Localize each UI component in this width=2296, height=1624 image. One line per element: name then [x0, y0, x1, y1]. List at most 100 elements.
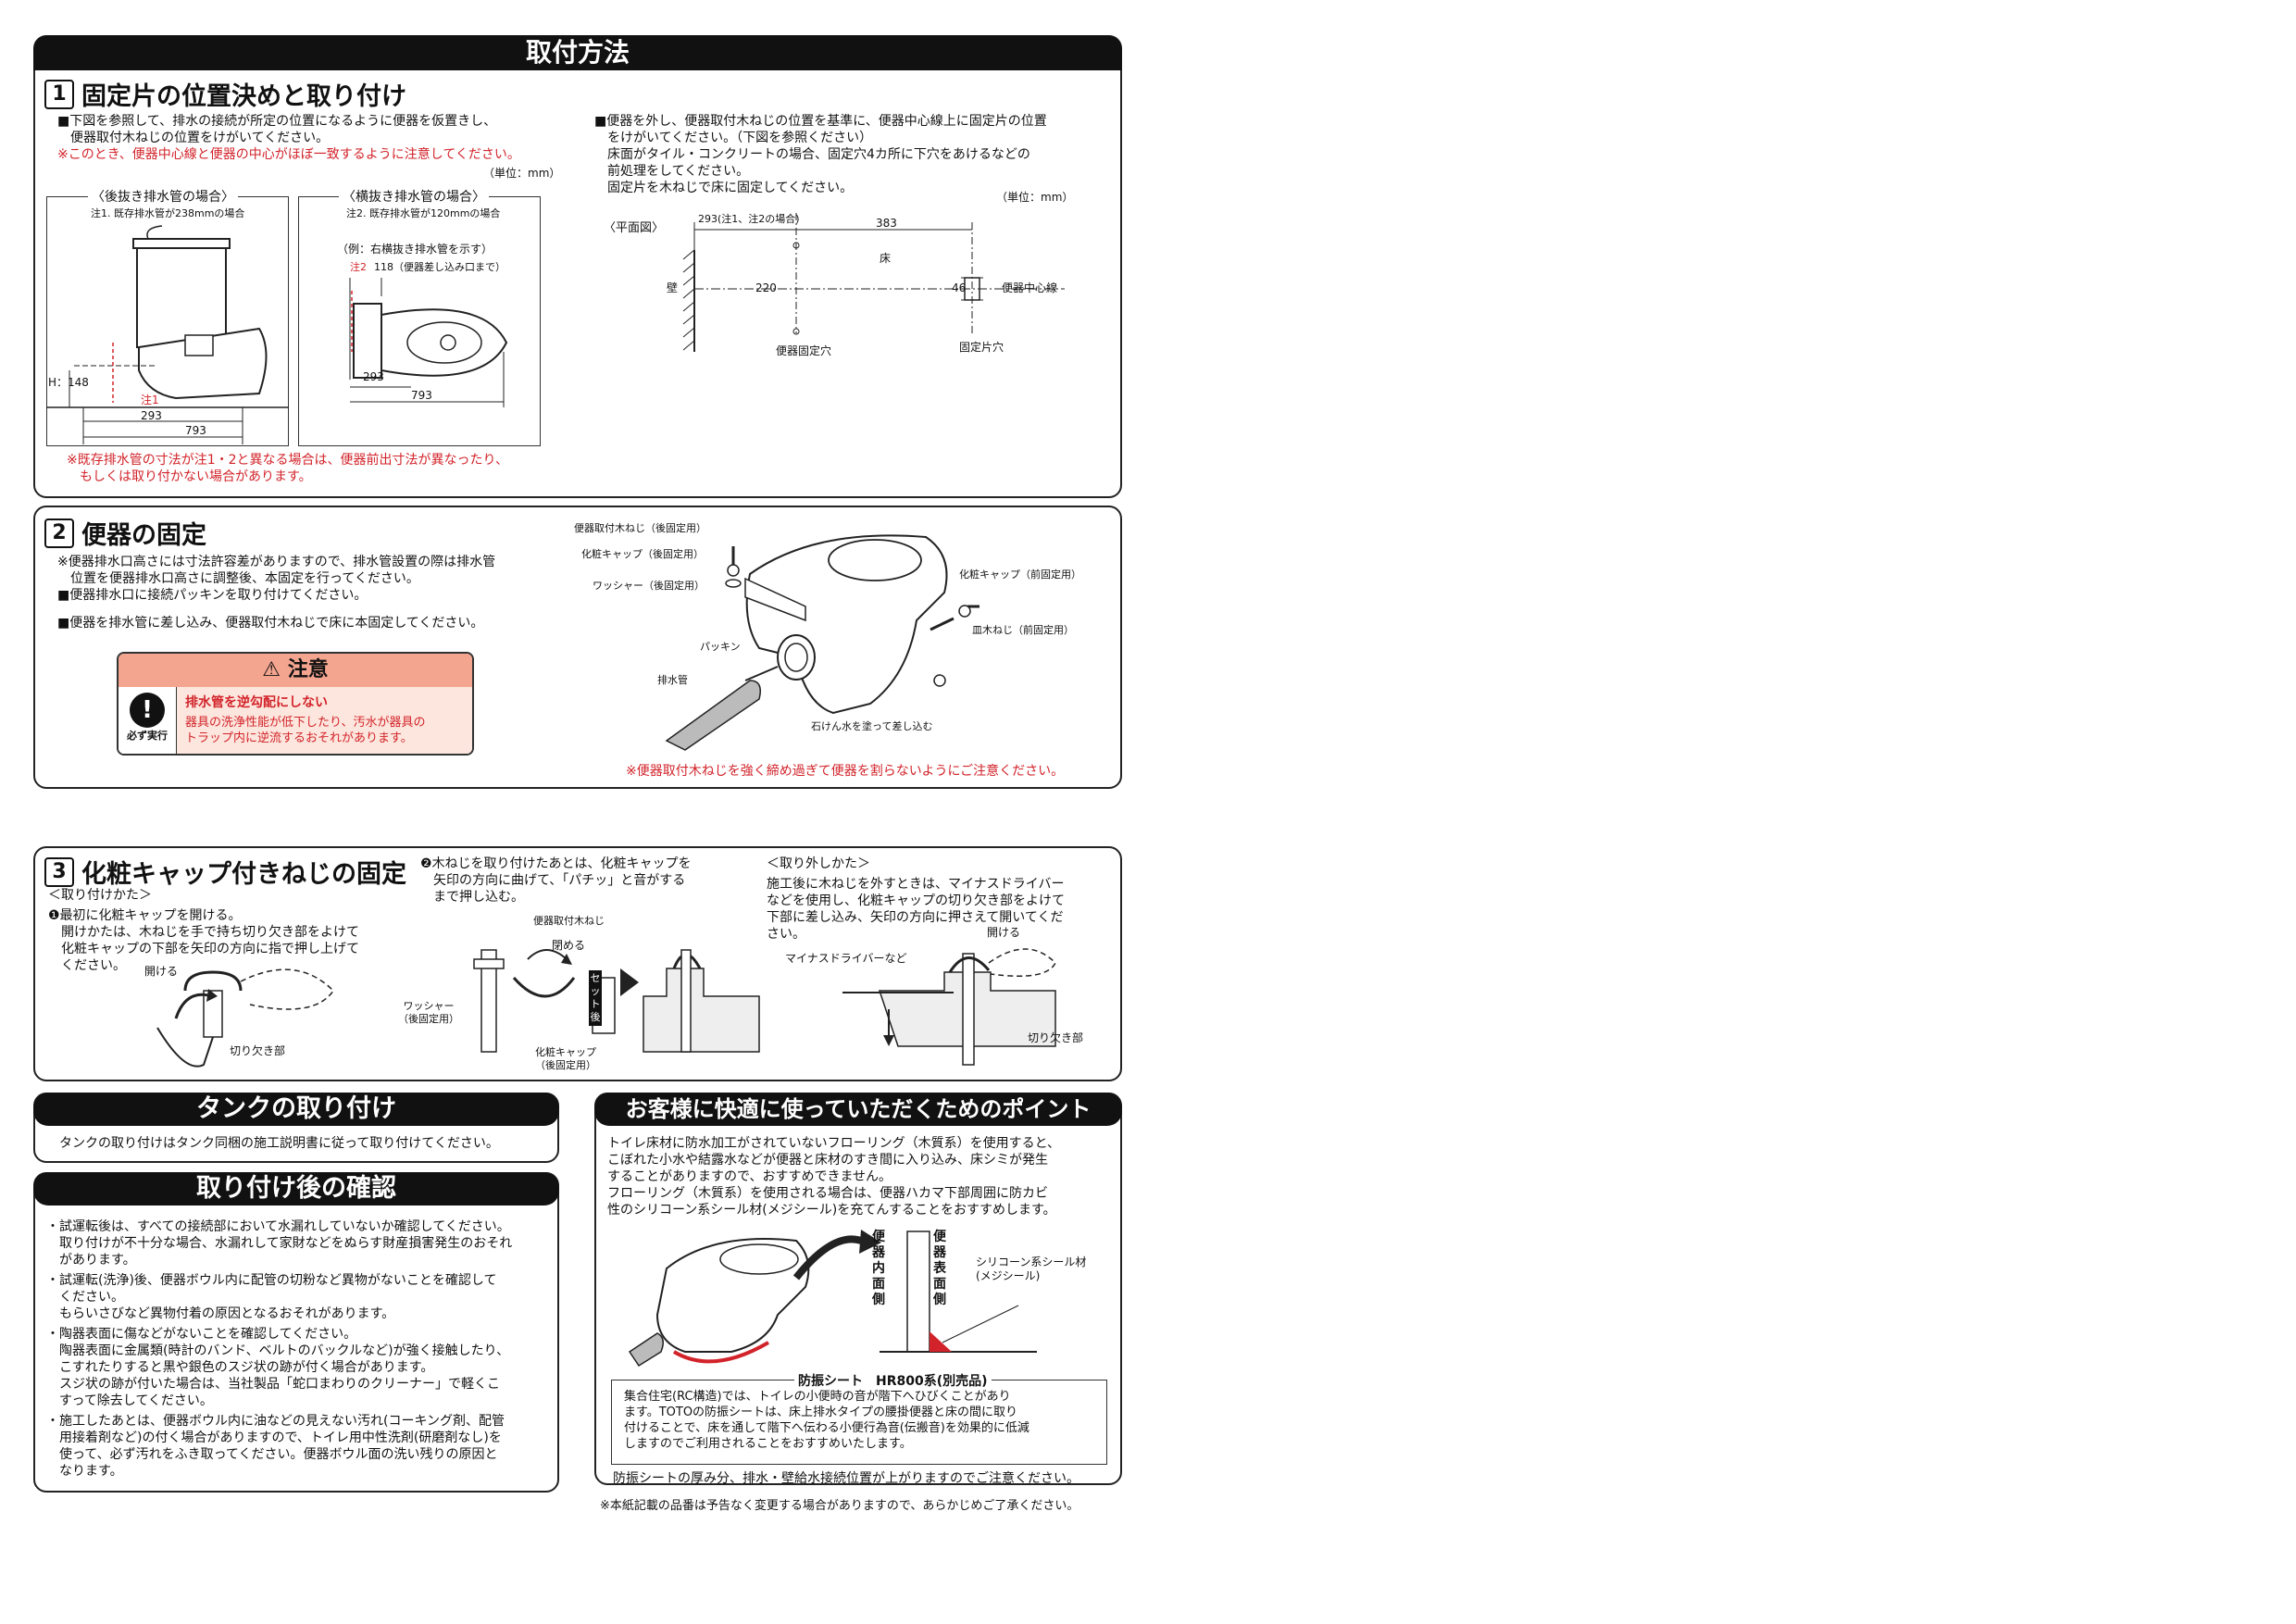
text-line: 化粧キャップ [535, 1046, 596, 1058]
remove-text: 施工後に木ねじを外すときは、マイナスドライバー などを使用し、化粧キャップの切り… [767, 876, 1118, 943]
text-line: ください。 [48, 958, 126, 973]
text-line: 床面がタイル・コンクリートの場合、固定穴4カ所に下穴をあけるなどの [594, 147, 1030, 162]
text-line: があります。 [46, 1253, 136, 1268]
section1-bottom-warning: ※既存排水管の寸法が注1・2と異なる場合は、便器前出寸法が異なったり、 もしくは… [67, 452, 585, 485]
label-soap: 石けん水を塗って差し込む [811, 720, 933, 732]
unit-label: （単位：mm） [483, 167, 561, 180]
rear-dim-293: 293 [141, 409, 162, 422]
section1-right-text: ■便器を外し、便器取付木ねじの位置を基準に、便器中心線上に固定片の位置 をけがい… [594, 113, 1113, 196]
text-line: さい。 [767, 927, 805, 942]
section1-left-text: ■下図を参照して、排水の接続が所定の位置になるように便器を仮置きし、 便器取付木… [57, 113, 576, 163]
text-line: もらいさびなど異物付着の原因となるおそれがあります。 [46, 1306, 395, 1321]
outer-side-label: 便器表面側 [933, 1230, 946, 1307]
text-line: 性のシリコーン系シール材(メジシール)を充てんすることをおすすめします。 [607, 1203, 1056, 1218]
list-item: ・施工したあとは、便器ボウル内に油などの見えない汚れ(コーキング剤、配管 用接着… [46, 1413, 555, 1480]
text-line: なります。 [46, 1464, 123, 1479]
text-line: こすれたりすると黒や銀色のスジ状の跡が付く場合があります。 [46, 1360, 434, 1375]
inner-side-label: 便器内面側 [872, 1230, 885, 1307]
confirm-bar: 取り付け後の確認 [33, 1172, 559, 1206]
text-line: ■下図を参照して、排水の接続が所定の位置になるように便器を仮置きし、 [57, 114, 497, 129]
rear-h-label: H：148 [48, 376, 89, 389]
text-line: まで押し込む。 [420, 890, 524, 905]
side-example: （例：右横抜き排水管を示す） [337, 243, 493, 256]
text-line: などを使用し、化粧キャップの切り欠き部をよけて [767, 893, 1065, 908]
label-pipe: 排水管 [657, 674, 688, 686]
caution-box: ⚠ 注意 ! 必ず実行 排水管を逆勾配にしない 器具の洗浄性能が低下したり、汚水… [117, 652, 474, 756]
caution-text-line: 器具の洗浄性能が低下したり、汚水が器具の [185, 716, 426, 730]
section3-title: 3 化粧キャップ付きねじの固定 [44, 854, 406, 890]
points-bar: お客様に快適に使っていただくためのポイント [594, 1093, 1122, 1126]
seal-drawing [628, 1230, 1037, 1368]
rear-dim-793: 793 [185, 424, 206, 437]
caution-text-line: トラップ内に逆流するおそれがあります。 [185, 731, 413, 745]
text-line: フローリング（木質系）を使用される場合は、便器ハカマ下部周囲に防カビ [607, 1186, 1048, 1201]
rear-note-mark: 注1 [141, 394, 159, 406]
text-line: 陶器表面に金属類(時計のバンド、ベルトのバックルなど)が強く接触したり、 [46, 1343, 510, 1358]
section2-text-2: ■便器を排水管に差し込み、便器取付木ねじで床に本固定してください。 [57, 616, 484, 631]
must-do-icon: ! [130, 693, 165, 728]
step2-text: ❷木ねじを取り付けたあとは、化粧キャップを 矢印の方向に曲げて、「パチッ」と音が… [420, 856, 754, 906]
driver-label: マイナスドライバーなど [785, 952, 907, 965]
install-bar: 取付方法 [33, 35, 1122, 70]
label-cap-front: 化粧キャップ（前固定用） [959, 568, 1081, 581]
confirm-list: ・試運転後は、すべての接続部において水漏れしていないか確認してください。 取り付… [46, 1218, 555, 1480]
text-line: ❷木ねじを取り付けたあとは、化粧キャップを [420, 856, 692, 871]
notch-label-2: 切り欠き部 [1028, 1031, 1084, 1044]
plan-hole-toilet: 便器固定穴 [776, 344, 832, 357]
caution-heading: 排水管を逆勾配にしない [185, 695, 328, 710]
label-screw-rear: 便器取付木ねじ（後固定用） [574, 522, 706, 534]
must-do-cell: ! 必ず実行 [119, 687, 177, 754]
warning-icon: ⚠ [262, 658, 281, 681]
footer-note: ※本紙記載の品番は予告なく変更する場合がありますので、あらかじめご了承ください。 [600, 1499, 1079, 1513]
warning-text: ※このとき、便器中心線と便器の中心がほぼ一致するように注意してください。 [57, 147, 520, 162]
plan-hole-bracket: 固定片穴 [959, 341, 1004, 354]
caution-content: 排水管を逆勾配にしない 器具の洗浄性能が低下したり、汚水が器具の トラップ内に逆… [185, 694, 472, 746]
text-line: トイレ床材に防水加工がされていないフローリング（木質系）を使用すると、 [607, 1136, 1061, 1151]
seal-label: シリコーン系シール材 (メジシール) [976, 1255, 1086, 1283]
cap-label: 化粧キャップ （後固定用） [535, 1046, 596, 1072]
notch-label: 切り欠き部 [230, 1044, 286, 1057]
sheet-text: 集合住宅(RC構造)では、トイレの小便時の音が階下へひびくことがあり ます。TO… [624, 1389, 1105, 1452]
text-line: ※便器排水口高さには寸法許容差がありますので、排水管設置の際は排水管 [57, 555, 496, 569]
side-dim-793: 793 [411, 389, 432, 402]
side-toilet-drawing [349, 278, 508, 407]
side-dim-118: 118（便器差し込み口まで） [374, 261, 505, 273]
text-line: すって除去してください。 [46, 1393, 213, 1408]
text-line: （後固定用） [535, 1059, 596, 1071]
text-line: こぼれた小水や結露水などが便器と床材のすき間に入り込み、床シミが発生 [607, 1153, 1048, 1168]
cap-remove-drawing [842, 948, 1056, 1066]
list-item: ・陶器表面に傷などがないことを確認してください。 陶器表面に金属類(時計のバンド… [46, 1326, 555, 1409]
warning-line: ※既存排水管の寸法が注1・2と異なる場合は、便器前出寸法が異なったり、 [67, 453, 508, 468]
step1-text: ❶最初に化粧キャップを開ける。 開けかたは、木ねじを手で持ち切り欠き部をよけて … [48, 907, 400, 974]
must-do-label: 必ず実行 [127, 730, 168, 742]
section2-number: 2 [44, 518, 74, 548]
plan-center-line: 便器中心線 [1002, 281, 1058, 294]
caution-body [119, 687, 472, 754]
text-line: ■便器を外し、便器取付木ねじの位置を基準に、便器中心線上に固定片の位置 [594, 114, 1047, 129]
caution-title: 注意 [287, 658, 329, 681]
text-line: ください。 [46, 1290, 124, 1305]
text-line: しますのでご利用されることをおすすめいたします。 [624, 1437, 912, 1451]
section2-title: 2 便器の固定 [44, 515, 206, 551]
rear-toilet-drawing [46, 225, 289, 444]
screw-label: 便器取付木ねじ [533, 915, 605, 927]
close-label: 閉める [552, 939, 586, 952]
text-line: 取り付けが不十分な場合、水漏れして家財などをぬらす財産損害発生のおそれ [46, 1236, 513, 1251]
text-line: ❶最初に化粧キャップを開ける。 [48, 908, 242, 923]
text-line: 下部に差し込み、矢印の方向に押さえて開いてくだ [767, 910, 1064, 925]
label-packing: パッキン [700, 641, 741, 653]
text-line: をけがいてください。（下図を参照ください） [594, 131, 873, 145]
label-screw-front: 皿木ねじ（前固定用） [972, 624, 1074, 636]
section3-number: 3 [44, 856, 74, 887]
side-dim-293: 293 [363, 370, 384, 383]
text-line: 付けることで、床を通して階下へ伝わる小便行為音(伝搬音)を効果的に低減 [624, 1421, 1029, 1435]
plan-label: 〈平面図〉 [604, 221, 665, 235]
side-note-mark: 注2 [350, 261, 367, 273]
text-line: 集合住宅(RC構造)では、トイレの小便時の音が階下へひびくことがあり [624, 1390, 1011, 1404]
plan-view-drawing [682, 213, 1065, 352]
cap-open-drawing [156, 968, 334, 1068]
after-set-label: セット後 [589, 970, 602, 1026]
text-line: スジ状の跡が付いた場合は、当社製品「蛇口まわりのクリーナー」で軽くこ [46, 1377, 500, 1392]
text-line: (メジシール) [976, 1269, 1041, 1282]
plan-dim-293: 293(注1、注2の場合) [698, 213, 800, 225]
